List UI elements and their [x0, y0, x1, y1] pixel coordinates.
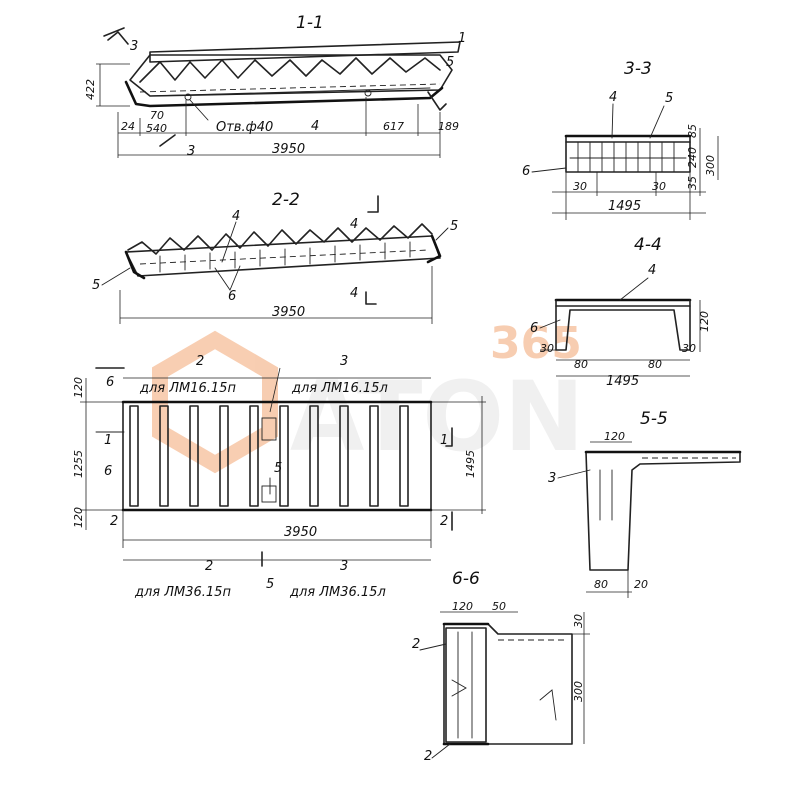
dim-66-300: 300	[572, 681, 585, 702]
dim-44-30-right: 30	[682, 342, 696, 355]
plan-mark-6-top: 6	[106, 375, 114, 390]
dim-66-50: 50	[492, 600, 506, 613]
dim-44-80-left: 80	[574, 358, 588, 371]
plan-dim-120-top: 120	[72, 377, 85, 398]
watermark-logo-icon	[152, 330, 278, 474]
section-5-5-title: 5-5	[640, 409, 668, 429]
dim-189: 189	[438, 120, 459, 133]
section-3-3-title: 3-3	[624, 59, 652, 79]
plan-mark-3-bottom: 3	[340, 559, 348, 574]
plan-mark-5-bottom: 5	[266, 577, 274, 592]
plan-mark-1-right: 1	[440, 433, 448, 448]
plan-mark-2-left: 2	[110, 514, 118, 529]
plan-dim-1255: 1255	[72, 450, 85, 478]
dim-3950-mid: 3950	[272, 305, 305, 320]
dim-44-80-right: 80	[648, 358, 662, 371]
section-3-3-mark-6: 6	[522, 164, 530, 179]
dim-300-33: 300	[704, 155, 717, 176]
dim-1495-44: 1495	[606, 374, 639, 389]
plan-note-lm16p: для ЛМ16.15п	[139, 381, 236, 396]
section-6-6-mark-2-bottom: 2	[424, 749, 432, 764]
dim-55-20: 20	[634, 578, 648, 591]
dim-70: 70	[150, 109, 164, 122]
plan-dim-1495: 1495	[464, 450, 477, 478]
section-3-3-mark-5: 5	[665, 91, 673, 106]
plan-note-lm36p: для ЛМ36.15п	[134, 585, 231, 600]
plan-note-lm36l: для ЛМ36.15л	[289, 585, 386, 600]
plan-mark-5-inner: 5	[274, 461, 282, 476]
section-4-4-mark-4: 4	[648, 263, 656, 278]
dim-66-30: 30	[572, 614, 585, 628]
dim-35: 35	[686, 176, 699, 190]
section-2-2-mark-4-top: 4	[350, 217, 358, 232]
section-5-5-view: 5-5 120 3 80 20	[548, 409, 742, 598]
plan-view: 2 для ЛМ16.15п 3 для ЛМ16.15л 6 120 1255…	[72, 354, 486, 600]
dim-617: 617	[383, 120, 404, 133]
section-2-2-mark-5-left: 5	[92, 278, 100, 293]
section-6-6-mark-2-top: 2	[412, 637, 420, 652]
section-2-2-view: 2-2 4 4 6 5 5	[92, 190, 458, 324]
dim-33-30-left: 30	[573, 180, 587, 193]
section-1-1-mark-4: 4	[311, 119, 319, 134]
dim-240: 240	[686, 147, 699, 168]
plan-mark-2-top: 2	[196, 354, 204, 369]
section-4-4-mark-6: 6	[530, 321, 538, 336]
section-1-1-view: 1-1 3 3 1 5 4 422 24 70	[84, 13, 466, 159]
section-6-6-view: 6-6 120 50 2 2 30 300	[412, 569, 590, 764]
plan-dim-3950: 3950	[284, 525, 317, 540]
section-2-2-mark-4-bottom: 4	[350, 286, 358, 301]
plan-mark-2-bottom: 2	[205, 559, 213, 574]
dim-44-120: 120	[698, 311, 711, 332]
section-1-1-mark-3-bottom: 3	[187, 144, 195, 159]
dim-66-120: 120	[452, 600, 473, 613]
watermark: 3 6 5 ATON	[152, 318, 584, 474]
hole-label: Отв.ф40	[216, 120, 273, 135]
dim-44-30-left: 30	[540, 342, 554, 355]
plan-mark-3-top: 3	[340, 354, 348, 369]
dim-55-80: 80	[594, 578, 608, 591]
section-2-2-mark-4: 4	[232, 209, 240, 224]
section-3-3-mark-4: 4	[609, 90, 617, 105]
dim-540: 540	[146, 122, 167, 135]
dim-24: 24	[121, 120, 135, 133]
plan-dim-120-bottom: 120	[72, 507, 85, 528]
section-1-1-mark-3-top: 3	[130, 39, 138, 54]
dim-1495-33: 1495	[608, 199, 641, 214]
section-2-2-mark-5-right: 5	[450, 219, 458, 234]
section-3-3-view: 3-3 4 5 6 30 30 1495	[522, 59, 719, 220]
section-1-1-title: 1-1	[296, 13, 324, 33]
plan-mark-1-left: 1	[104, 433, 112, 448]
section-2-2-mark-6: 6	[228, 289, 236, 304]
section-4-4-view: 4-4 4 6 120 30 30 80 80 1495	[530, 235, 711, 389]
section-4-4-title: 4-4	[634, 235, 662, 255]
watermark-main-text: ATON	[290, 361, 584, 473]
plan-mark-2-right: 2	[440, 514, 448, 529]
dim-3950-top: 3950	[272, 142, 305, 157]
section-1-1-mark-1: 1	[458, 31, 466, 46]
dim-422: 422	[84, 79, 97, 100]
plan-note-lm16l: для ЛМ16.15л	[291, 381, 388, 396]
section-1-1-mark-5: 5	[446, 55, 454, 70]
plan-mark-6-left: 6	[104, 464, 112, 479]
section-5-5-mark-3: 3	[548, 471, 556, 486]
dim-33-30-right: 30	[652, 180, 666, 193]
section-6-6-title: 6-6	[452, 569, 480, 589]
dim-85: 85	[686, 124, 699, 138]
dim-55-120: 120	[604, 430, 625, 443]
section-2-2-title: 2-2	[272, 190, 300, 210]
